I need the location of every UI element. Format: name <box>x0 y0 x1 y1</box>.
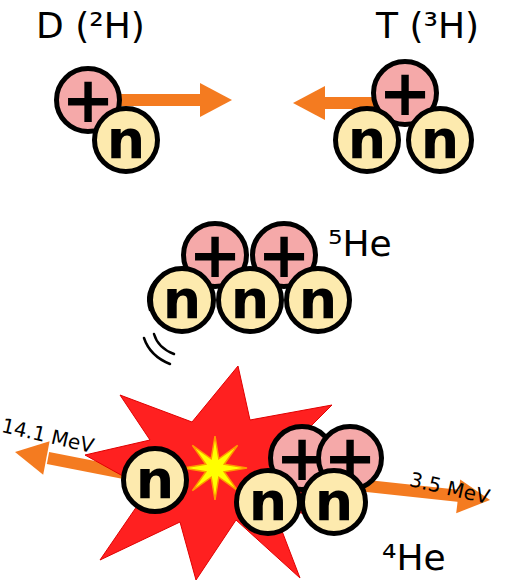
nucleus-label: ⁵He <box>328 224 392 264</box>
particle-symbol: n <box>315 475 353 529</box>
arrow-head <box>293 86 325 120</box>
particle-circle: n <box>148 266 216 334</box>
particle-symbol: n <box>249 475 287 529</box>
particle-symbol: n <box>136 453 174 507</box>
particle-symbol: n <box>231 273 269 327</box>
particle-circle: n <box>406 106 474 174</box>
energy-label: 14.1 MeV <box>0 414 96 457</box>
nucleus-label: T (³H) <box>376 6 479 46</box>
arrow-shaft <box>110 94 205 106</box>
wiggle <box>154 334 174 354</box>
particle-symbol: n <box>163 273 201 327</box>
particle-circle: n <box>216 266 284 334</box>
particle-circle: n <box>234 468 302 536</box>
particle-symbol: n <box>421 113 459 167</box>
nucleus-label: D (²H) <box>36 6 145 46</box>
nucleus-label: ⁴He <box>382 538 446 578</box>
arrow-head <box>200 83 232 117</box>
energy-label: 3.5 MeV <box>408 468 492 508</box>
particle-symbol: n <box>107 113 145 167</box>
particle-circle: n <box>333 106 401 174</box>
particle-circle: n <box>121 446 189 514</box>
explosion-burst <box>85 366 345 580</box>
particle-circle: n <box>300 468 368 536</box>
particle-circle: n <box>284 266 352 334</box>
particle-symbol: n <box>299 273 337 327</box>
particle-circle: n <box>92 106 160 174</box>
particle-symbol: n <box>348 113 386 167</box>
